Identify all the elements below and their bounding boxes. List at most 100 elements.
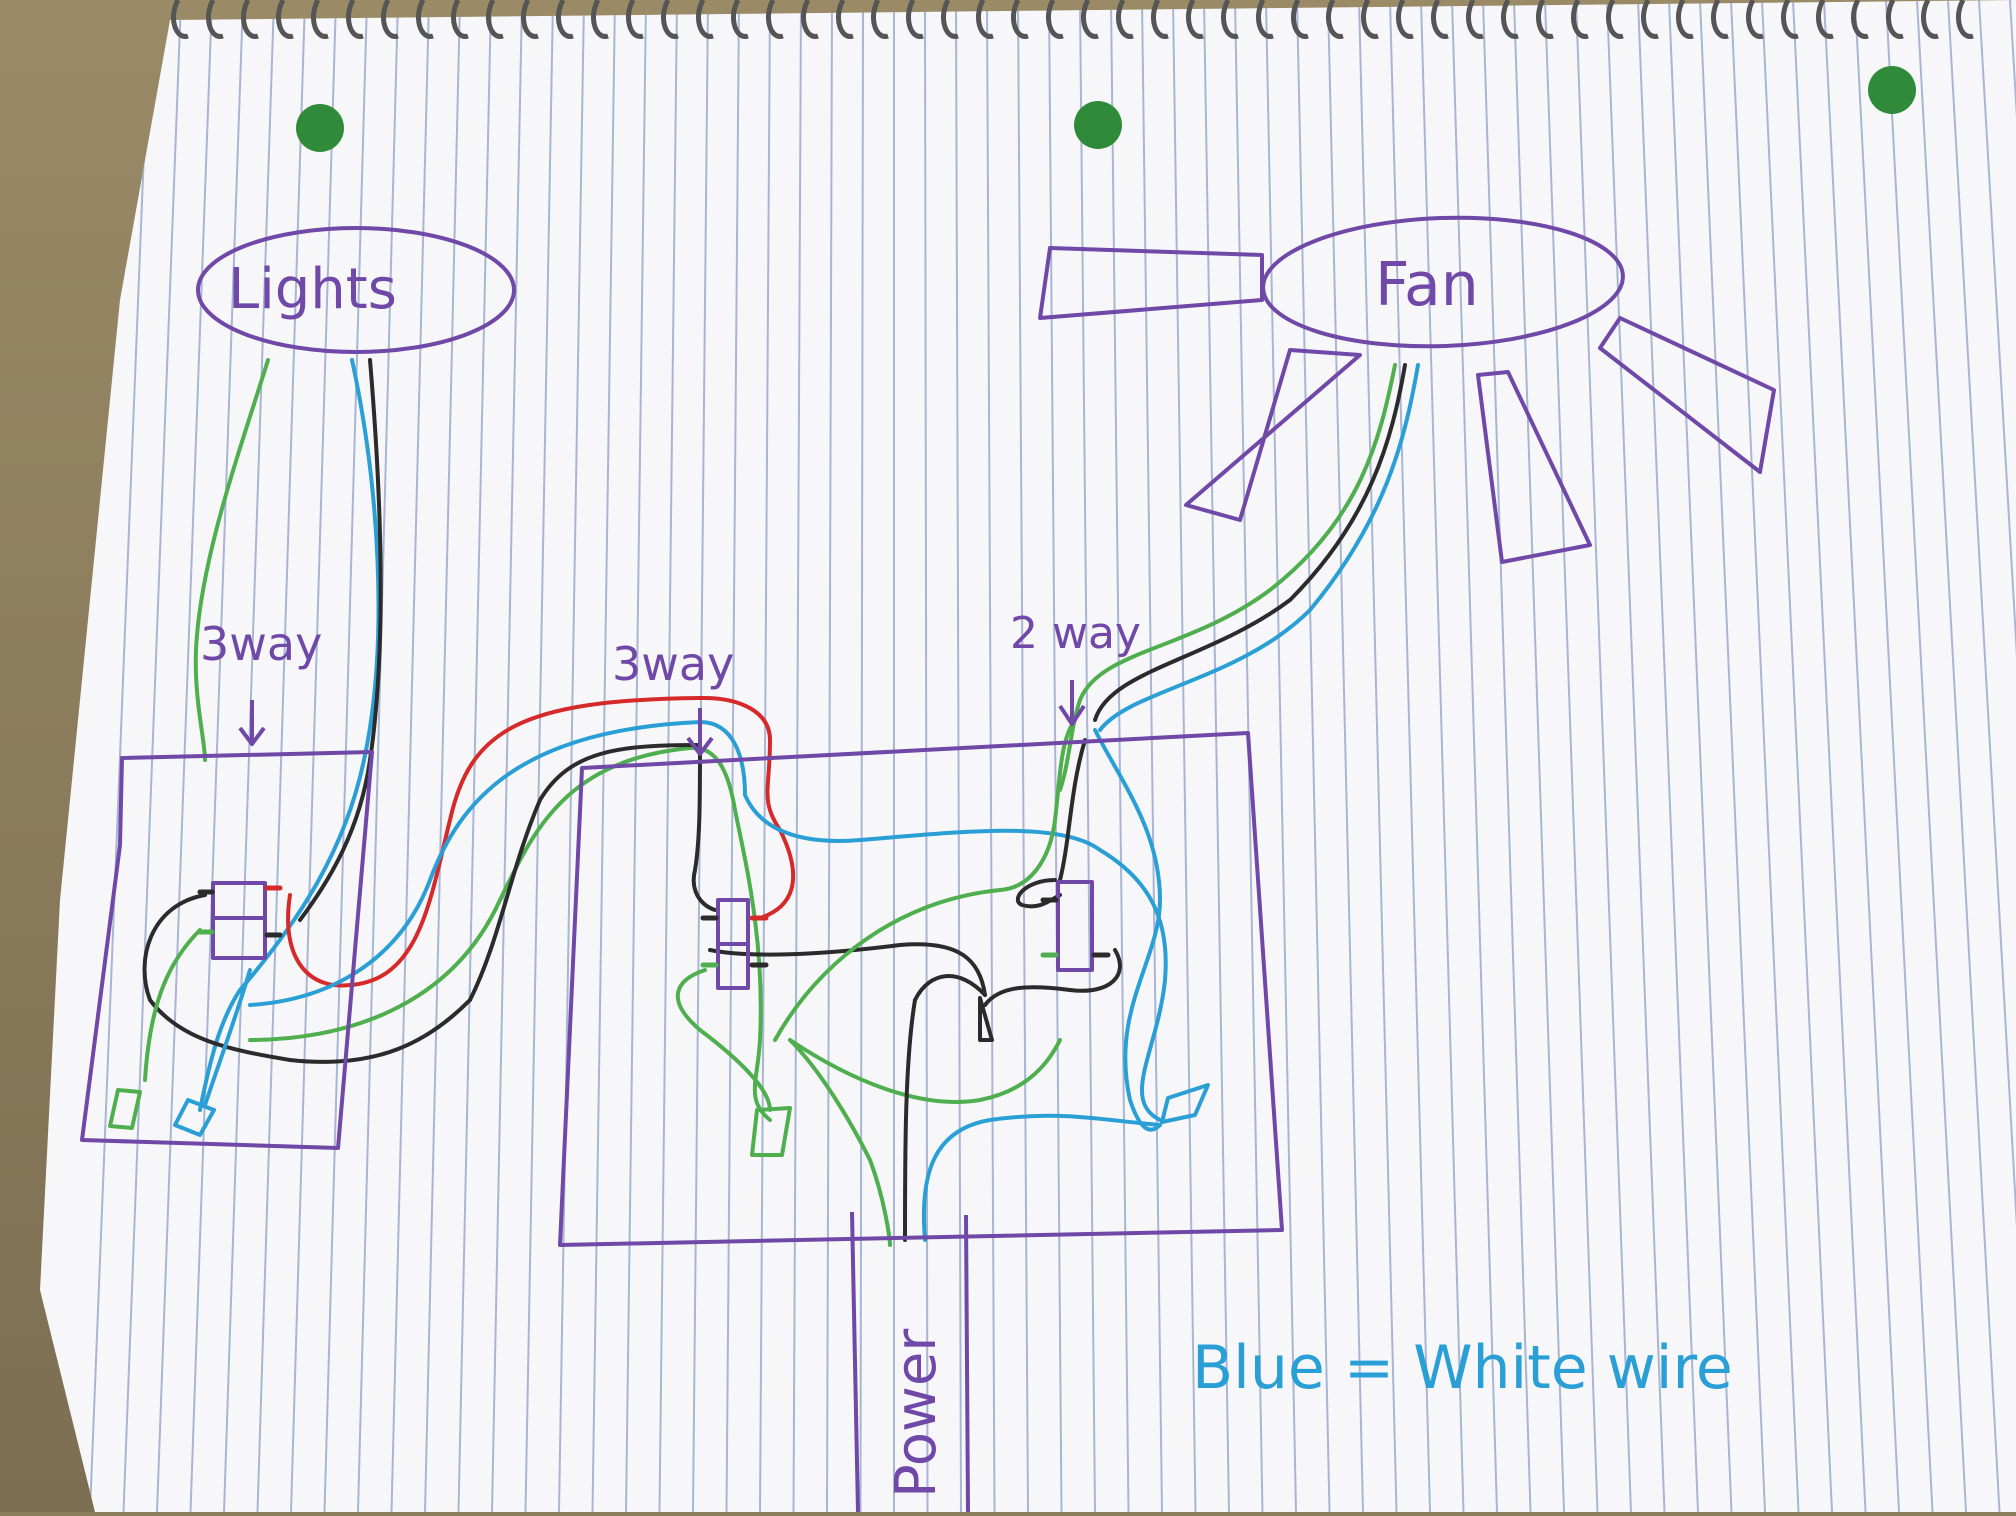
black-wire-left-box <box>142 893 472 1064</box>
middle-switch-arrow <box>686 708 714 756</box>
spiral-coil <box>1046 0 1064 39</box>
spiral-coil <box>1396 0 1414 39</box>
spiral-coil <box>1116 0 1134 39</box>
ruled-line <box>357 0 399 1512</box>
ruled-line <box>924 0 929 1512</box>
spiral-coil <box>416 0 434 39</box>
ruled-line <box>1730 0 1800 1512</box>
ruled-line <box>1637 0 1699 1512</box>
spiral-coil <box>486 0 504 39</box>
ruled-line <box>89 0 151 1512</box>
fan-switch-arrow <box>1058 680 1086 726</box>
ruled-line <box>1079 0 1096 1512</box>
spiral-coil <box>1746 0 1764 39</box>
ruled-line <box>323 0 368 1512</box>
blue-wire-left-box <box>203 968 252 1107</box>
legend-label: Blue = White wire <box>1192 1333 1733 1403</box>
spiral-coil <box>1851 0 1869 39</box>
black-wire-fan <box>1093 363 1407 722</box>
black-wire-to-fan-switch <box>983 948 1122 1007</box>
spiral-coil <box>871 0 889 39</box>
spiral-coil <box>661 0 679 39</box>
spiral-coil <box>521 0 539 39</box>
green-wire-fan <box>1058 363 1397 792</box>
ruled-line <box>859 0 864 1512</box>
green-wire-right-loop <box>788 1038 1062 1104</box>
black-wire-lights <box>298 358 383 922</box>
green-traveler-wire <box>248 745 772 1122</box>
spiral-coil <box>276 0 294 39</box>
spiral-coil <box>1221 0 1239 39</box>
spiral-coil <box>906 0 924 39</box>
spiral-coil <box>1326 0 1344 39</box>
ruled-line <box>290 0 337 1512</box>
middle-switch-label: 3way <box>612 637 734 691</box>
ruled-line <box>1482 0 1532 1512</box>
left-box-ground-nut <box>108 1088 142 1130</box>
spiral-coil <box>1151 0 1169 39</box>
ruled-line <box>1668 0 1733 1512</box>
green-wire-left-box <box>143 928 202 1082</box>
fan-blade-left <box>1038 246 1264 320</box>
spiral-coil <box>451 0 469 39</box>
spiral-coil <box>941 0 959 39</box>
blue-wire-fan <box>1098 363 1420 732</box>
spiral-coil <box>1571 0 1589 39</box>
spiral-coil <box>1676 0 1694 39</box>
ruled-line <box>390 0 430 1512</box>
punched-holes <box>296 66 1916 152</box>
main-junction-box <box>558 731 1284 1247</box>
spiral-coil <box>1816 0 1834 39</box>
spiral-coil <box>1956 0 1974 39</box>
spiral-coil <box>1641 0 1659 39</box>
middle-box-hot-nut <box>978 996 994 1042</box>
spiral-coil <box>1431 0 1449 39</box>
left-3way-switch <box>211 881 267 960</box>
left-box-neutral-nut <box>173 1098 216 1137</box>
ruled-line <box>955 0 962 1512</box>
spiral-coil <box>626 0 644 39</box>
ruled-line <box>1389 0 1431 1512</box>
ruled-line <box>1513 0 1565 1512</box>
spiral-coil <box>766 0 784 39</box>
right-2way-switch <box>1056 880 1094 972</box>
spiral-coil <box>836 0 854 39</box>
fan-blade-right <box>1598 316 1776 474</box>
left-switch-label: 3way <box>200 617 322 671</box>
fan-blade-lower-left <box>1184 348 1362 522</box>
notebook-paper <box>40 0 2016 1512</box>
spiral-binding <box>171 0 1974 39</box>
green-wire-to-fan-switch <box>773 718 1077 1042</box>
left-switch-arrow <box>238 700 266 746</box>
hole-middle <box>1074 101 1122 149</box>
ruled-line <box>759 0 771 1512</box>
black-wire-middle-switch <box>708 942 987 997</box>
spiral-coil <box>1886 0 1904 39</box>
hole-left <box>296 104 344 152</box>
ruled-line <box>1451 0 1498 1512</box>
spiral-coil <box>241 0 259 39</box>
fan-label: Fan <box>1375 250 1479 320</box>
spiral-coil <box>171 0 189 39</box>
spiral-coil <box>1536 0 1554 39</box>
ruled-line <box>1699 0 1766 1512</box>
ruled-line <box>625 0 647 1512</box>
blue-wire-power-line <box>921 1113 1162 1242</box>
spiral-coil <box>1361 0 1379 39</box>
middle-box-neutral-nut <box>1160 1083 1210 1124</box>
fan-blade-bottom <box>1476 370 1592 564</box>
ruled-line <box>1265 0 1297 1512</box>
spiral-coil <box>556 0 574 39</box>
spiral-coil <box>1606 0 1624 39</box>
ruled-line <box>1978 0 2016 1512</box>
ruled-line <box>1916 0 2001 1512</box>
ruled-line <box>658 0 678 1512</box>
middle-box-ground-nut <box>750 1106 792 1157</box>
ruled-line <box>491 0 523 1512</box>
ruled-line <box>457 0 492 1512</box>
spiral-coil <box>731 0 749 39</box>
spiral-coil <box>696 0 714 39</box>
ruled-line <box>1606 0 1666 1512</box>
right-switch-label: 2 way <box>1010 608 1141 659</box>
